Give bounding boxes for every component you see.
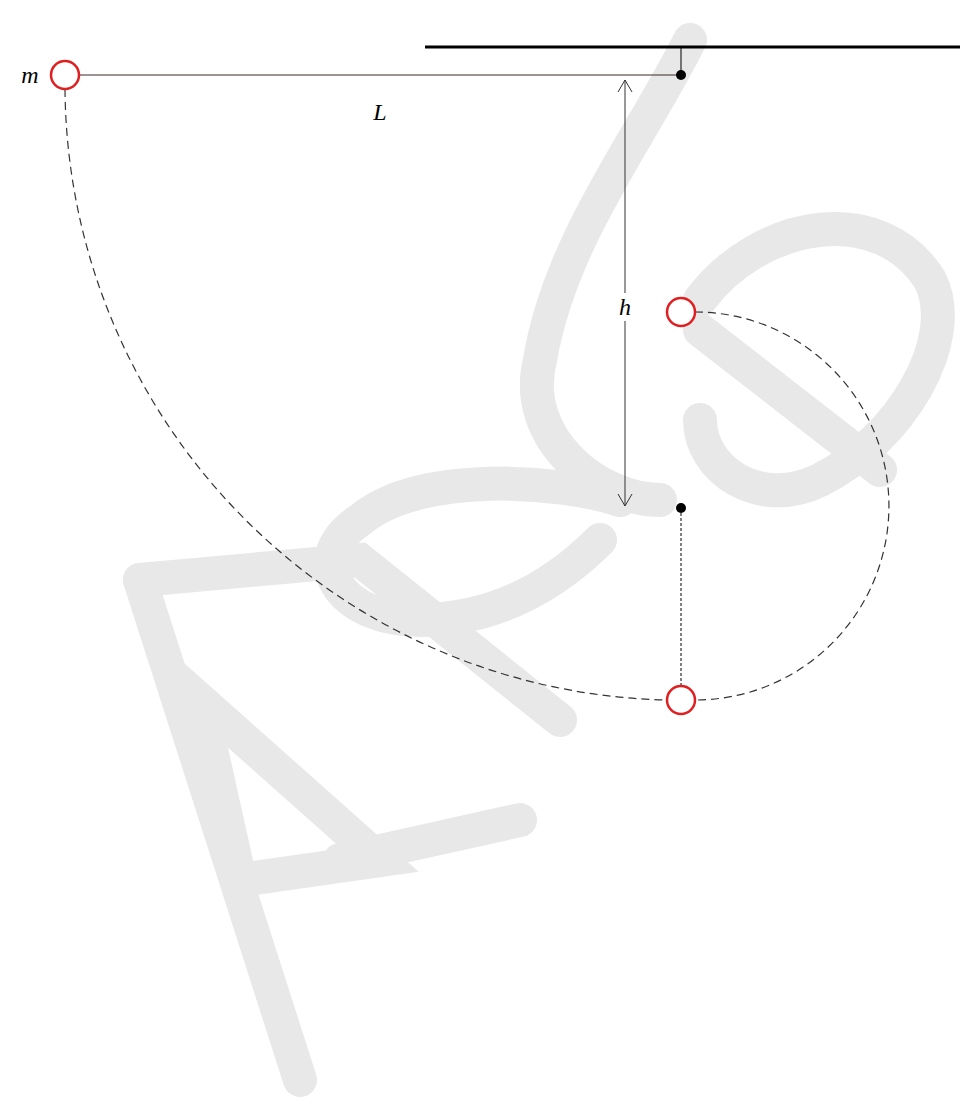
mass-top bbox=[667, 298, 695, 326]
dimension-arrowhead bbox=[618, 80, 632, 92]
pivot-point bbox=[676, 70, 686, 80]
loop-arc bbox=[695, 312, 889, 700]
watermark-stroke bbox=[700, 330, 880, 470]
ceiling bbox=[425, 46, 960, 49]
lower-string bbox=[681, 508, 682, 686]
peg bbox=[676, 503, 686, 513]
watermark-stroke bbox=[700, 229, 938, 490]
watermark bbox=[140, 40, 938, 1080]
mass-bottom bbox=[667, 686, 695, 714]
length-label: L bbox=[370, 98, 389, 126]
swing-arc bbox=[65, 89, 667, 700]
dimension-arrowhead bbox=[618, 494, 632, 506]
mass-label: m bbox=[18, 61, 41, 89]
mass-start bbox=[51, 61, 79, 89]
watermark-stroke bbox=[537, 40, 690, 500]
height-label: h bbox=[616, 293, 634, 321]
watermark-stroke bbox=[340, 820, 520, 860]
string bbox=[79, 75, 681, 76]
